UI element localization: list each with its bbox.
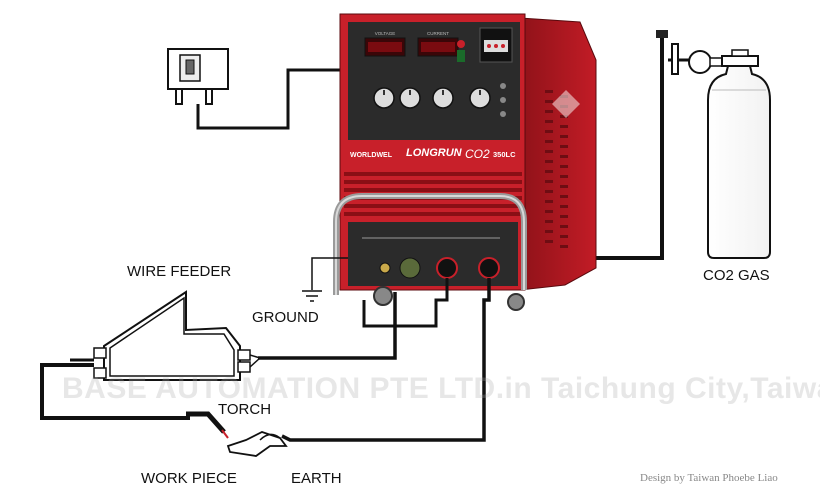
gas-hose bbox=[590, 32, 664, 260]
display-right-label: CURRENT bbox=[427, 31, 449, 36]
ground-label: GROUND bbox=[252, 309, 319, 326]
co2-cylinder bbox=[707, 65, 771, 259]
wire-feeder bbox=[93, 290, 262, 381]
earth-label: EARTH bbox=[291, 470, 342, 487]
negative-terminal bbox=[436, 257, 458, 279]
model-code: 350LC bbox=[493, 150, 516, 159]
rear-wheel bbox=[507, 293, 525, 311]
model-gas: CO2 bbox=[465, 147, 490, 161]
control-socket bbox=[399, 257, 421, 279]
ground-symbol bbox=[302, 257, 348, 302]
co2-gas-label: CO2 GAS bbox=[703, 267, 770, 284]
designer-credit: Design by Taiwan Phoebe Liao bbox=[640, 472, 778, 484]
wire-feeder-label: WIRE FEEDER bbox=[127, 263, 232, 280]
function-knob[interactable] bbox=[469, 87, 491, 109]
mode-switch[interactable] bbox=[457, 50, 465, 62]
display-left-label: VOLTAGE bbox=[375, 31, 396, 36]
work-piece-label: WORK PIECE bbox=[141, 470, 237, 487]
positive-terminal bbox=[478, 257, 500, 279]
welding-machine: VOLTAGE CURRENT WORLDWEL LONGRUN CO2 350… bbox=[333, 13, 597, 311]
voltage-knob[interactable] bbox=[373, 87, 395, 109]
torch-label: TORCH bbox=[218, 401, 272, 418]
welding-torch bbox=[186, 411, 229, 439]
model-name: LONGRUN bbox=[406, 147, 463, 159]
brand-label: WORLDWEL bbox=[350, 152, 393, 159]
wire-feeder-socket bbox=[379, 262, 391, 274]
feeder-control-cable bbox=[258, 292, 397, 360]
power-indicator bbox=[457, 40, 465, 48]
front-wheel bbox=[373, 286, 393, 306]
watermark: BASE AUTOMATION PTE LTD.in Taichung City… bbox=[62, 372, 820, 405]
feeder-power-cable bbox=[362, 278, 449, 328]
mains-cable bbox=[196, 68, 350, 130]
earth-clamp bbox=[226, 431, 288, 457]
current-knob[interactable] bbox=[432, 87, 454, 109]
inductance-knob[interactable] bbox=[399, 87, 421, 109]
wall-switch bbox=[167, 48, 229, 105]
torch-cable bbox=[40, 363, 190, 420]
earth-cable bbox=[281, 278, 491, 442]
